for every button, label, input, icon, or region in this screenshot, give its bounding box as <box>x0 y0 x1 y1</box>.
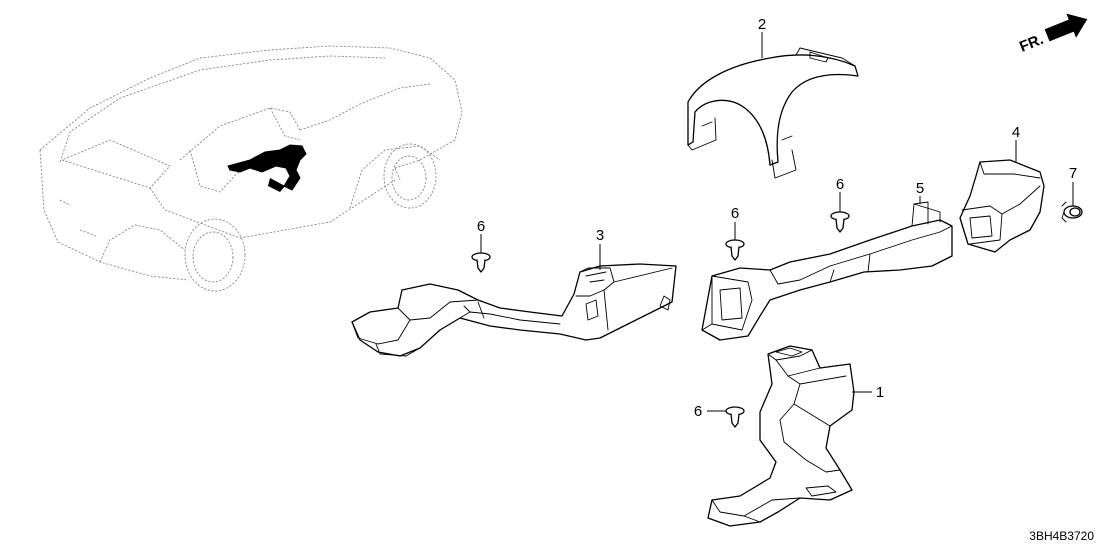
callout-5: 5 <box>916 180 924 197</box>
callout-2: 2 <box>758 16 766 33</box>
clip-6-a <box>471 252 491 273</box>
part-5-duct <box>701 201 953 341</box>
part-2-duct <box>687 47 859 179</box>
part-1-duct <box>707 345 855 527</box>
vehicle-outline <box>39 45 463 292</box>
front-label: FR. <box>1017 31 1046 56</box>
leader-lines <box>480 32 1074 412</box>
callout-6-c: 6 <box>836 176 844 193</box>
callout-4: 4 <box>1012 124 1020 141</box>
callout-6-d: 6 <box>694 403 702 420</box>
part-code: 3BH4B3720 <box>1029 529 1094 543</box>
clip-6-d <box>725 406 745 428</box>
duct-location-highlight <box>227 144 307 191</box>
part-3-duct <box>351 263 677 357</box>
part-4-duct <box>959 159 1045 253</box>
callout-1: 1 <box>876 384 884 401</box>
callout-7: 7 <box>1069 165 1077 182</box>
clip-6-c <box>830 211 850 233</box>
front-arrow-icon <box>1044 13 1088 42</box>
front-direction-indicator: FR. <box>1017 13 1088 56</box>
clip-6-b <box>725 239 745 261</box>
callout-3: 3 <box>596 227 604 244</box>
callout-6-a: 6 <box>477 218 485 235</box>
clip-7 <box>1061 201 1083 223</box>
callout-6-b: 6 <box>731 205 739 222</box>
